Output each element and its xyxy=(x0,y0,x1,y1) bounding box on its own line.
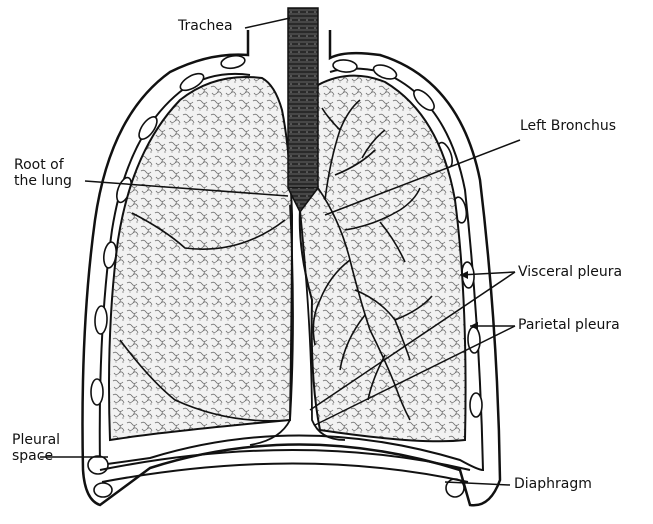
label-diaphragm: Diaphragm xyxy=(514,476,592,492)
label-visceral-pleura: Visceral pleura xyxy=(518,264,622,280)
label-root-of-lung: Root of the lung xyxy=(14,157,72,189)
label-pleural-space: Pleural space xyxy=(12,432,60,464)
label-parietal-pleura: Parietal pleura xyxy=(518,317,620,333)
right-lung xyxy=(109,77,292,440)
left-lung xyxy=(300,76,466,442)
label-trachea: Trachea xyxy=(178,18,233,34)
trachea xyxy=(288,8,318,188)
label-pleural-space-line2: space xyxy=(12,448,60,464)
leader-trachea xyxy=(245,18,290,28)
label-left-bronchus: Left Bronchus xyxy=(520,118,616,134)
label-root-of-lung-line1: Root of xyxy=(14,157,72,173)
label-pleural-space-line1: Pleural xyxy=(12,432,60,448)
label-root-of-lung-line2: the lung xyxy=(14,173,72,189)
